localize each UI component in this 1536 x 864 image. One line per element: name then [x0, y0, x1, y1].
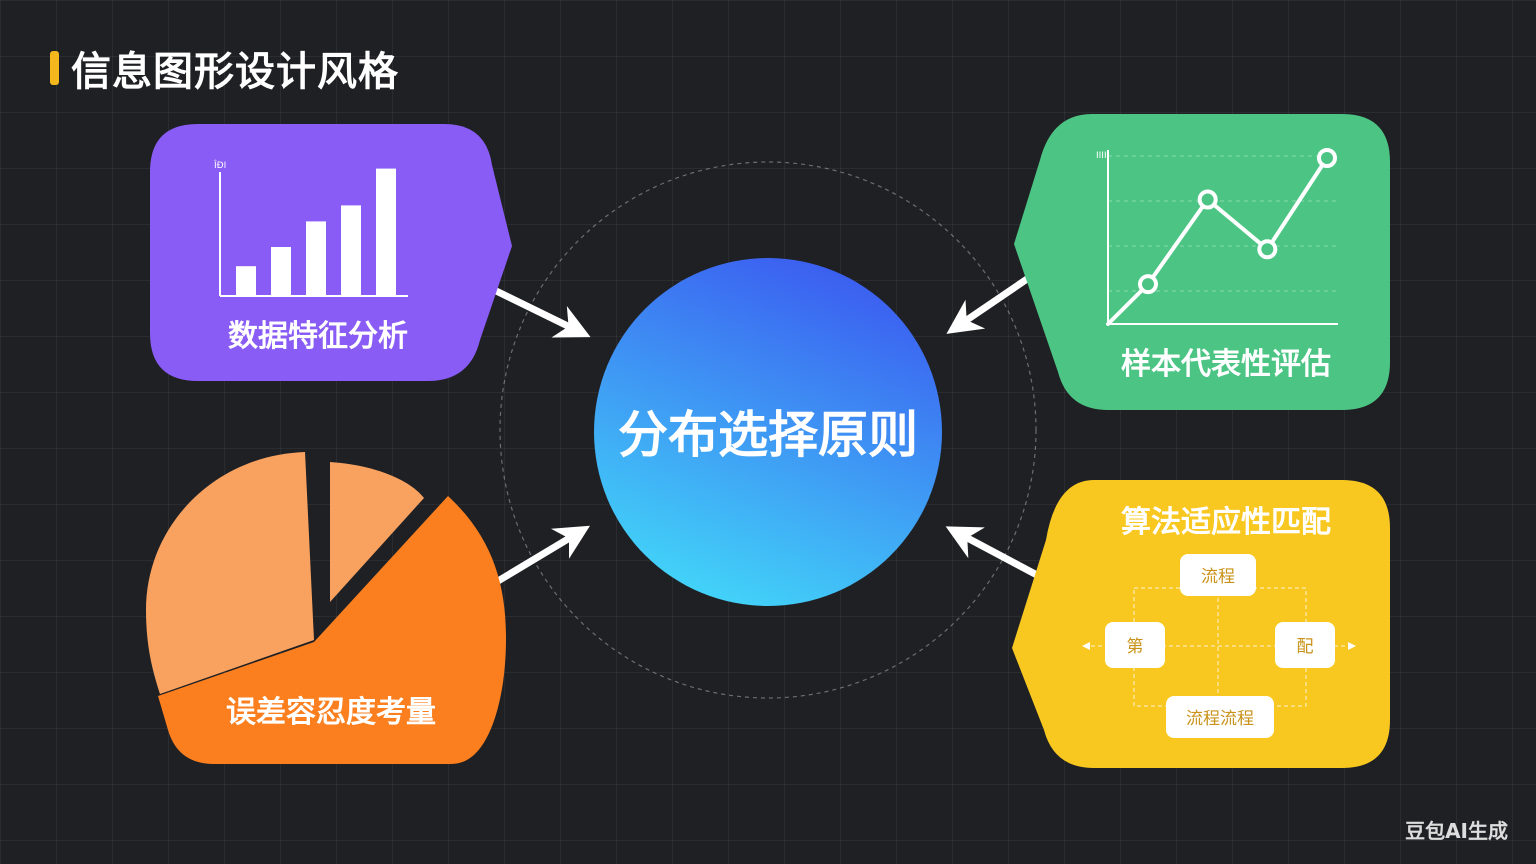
card-data-features: ÎÐI 数据特征分析 — [150, 124, 512, 381]
line-point-4 — [1317, 148, 1337, 168]
card-algorithm-match: 算法适应性匹配 流程 第 配 — [1012, 480, 1390, 768]
flow-node-right-label: 配 — [1297, 637, 1314, 657]
card-data-features-label: 数据特征分析 — [228, 319, 408, 354]
flow-node-top-label: 流程 — [1201, 567, 1235, 587]
page-title: 信息图形设计风格 — [50, 42, 399, 95]
page-title-text: 信息图形设计风格 — [71, 49, 399, 95]
bar-3 — [306, 221, 326, 295]
center-circle — [594, 258, 942, 606]
line-chart-icon: IIII — [1096, 148, 1338, 326]
card-data-features-bg — [150, 124, 512, 381]
center-node: 分布选择原则 — [594, 258, 942, 606]
arrow-from-data-features — [482, 282, 591, 338]
pie-chart-icon — [146, 452, 506, 764]
center-label: 分布选择原则 — [618, 406, 918, 464]
flow-node-left: 第 — [1105, 622, 1165, 668]
arrow-from-error-tolerance — [484, 525, 591, 591]
line-point-3 — [1257, 239, 1278, 260]
card-sample-eval: IIII 样本代表性评估 — [1014, 114, 1390, 410]
bar-chart-icon: ÎÐI — [213, 159, 408, 297]
flow-node-top: 流程 — [1180, 554, 1256, 596]
flow-node-bottom-label: 流程流程 — [1186, 709, 1254, 729]
orbit-ring — [499, 161, 1037, 699]
flow-node-right: 配 — [1275, 622, 1335, 668]
pie-slice-main — [158, 496, 506, 764]
line-point-2 — [1197, 189, 1218, 210]
card-algorithm-match-label: 算法适应性匹配 — [1121, 505, 1331, 540]
line-point-1 — [1138, 274, 1158, 295]
card-error-tolerance: 误差容忍度考量 — [146, 452, 506, 764]
bar-1 — [236, 266, 256, 295]
flow-node-left-label: 第 — [1127, 637, 1144, 657]
flow-node-bottom: 流程流程 — [1166, 696, 1274, 738]
watermark: 豆包AI生成 — [1405, 819, 1508, 843]
line-chart-axis-label: IIII — [1096, 151, 1107, 161]
bar-chart-axis-label: ÎÐI — [213, 159, 226, 171]
card-sample-eval-label: 样本代表性评估 — [1121, 347, 1331, 382]
card-error-tolerance-label: 误差容忍度考量 — [226, 695, 436, 730]
flowchart-icon: 流程 第 配 流程流程 — [1082, 554, 1356, 738]
bar-2 — [271, 247, 291, 295]
bar-5 — [376, 168, 396, 295]
pie-slice-small — [330, 462, 424, 602]
bar-4 — [341, 205, 361, 295]
card-algorithm-match-bg — [1012, 480, 1390, 768]
pie-slice-large — [146, 452, 314, 694]
title-accent-bar — [50, 51, 59, 85]
